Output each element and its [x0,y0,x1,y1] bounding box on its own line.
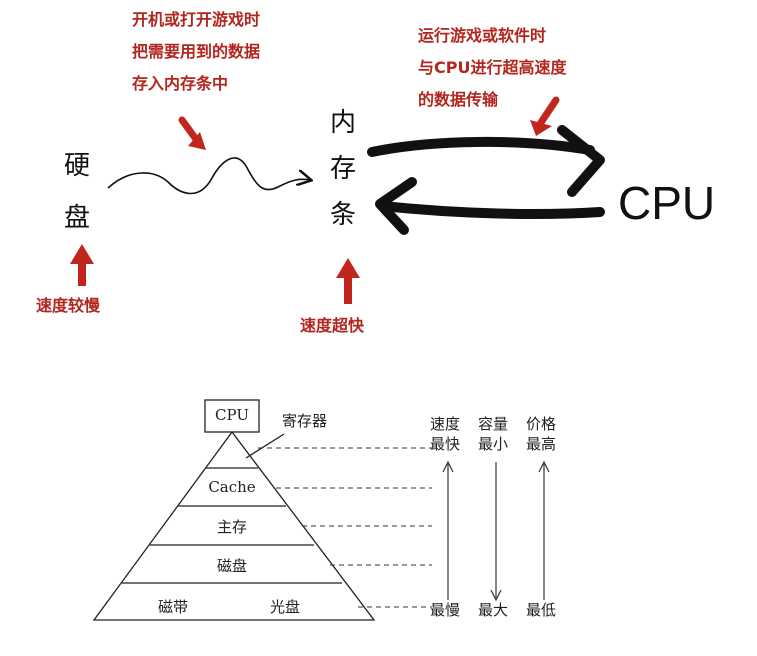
optical-disc-label: 光盘 [270,598,301,616]
hard-disk-label: 硬盘 [64,151,91,233]
red-arrow-transfer-note [536,96,560,128]
speed-column-header: 速度 最快 [430,414,460,454]
cpu-to-memory-arrow [377,201,605,219]
memory-label: 内存条 [330,108,357,230]
hard-disk-speed-note: 速度较慢 [36,296,101,315]
speed-bottom: 最慢 [430,601,461,619]
pyramid-cpu-label: CPU [215,406,249,424]
load-note: 开机或打开游戏时 把需要用到的数据 存入内存条中 [132,6,260,98]
disk-to-memory-wave [107,157,310,195]
tape-label: 磁带 [158,598,189,616]
price-top: 最高 [526,435,557,453]
capacity-title: 容量 [478,415,509,433]
price-bottom: 最低 [526,601,557,619]
memory-to-cpu-arrow [367,136,595,157]
capacity-top: 最小 [478,435,509,453]
price-title: 价格 [526,415,557,433]
load-note-line: 把需要用到的数据 [132,42,261,61]
load-note-line: 开机或打开游戏时 [132,10,261,29]
cpu-label: CPU [618,177,716,229]
cache-level-label: Cache [208,478,256,496]
load-note-line: 存入内存条中 [132,74,229,93]
transfer-note-line: 与CPU进行超高速度 [418,58,567,77]
speed-top: 最快 [430,435,461,453]
speed-title: 速度 [430,415,461,433]
capacity-bottom: 最大 [478,601,509,619]
red-arrow-memory [336,258,360,304]
red-arrow-disk [70,244,94,286]
main-memory-level-label: 主存 [216,518,247,536]
transfer-note: 运行游戏或软件时 与CPU进行超高速度 的数据传输 [418,22,566,114]
memory-speed-note: 速度超快 [300,316,365,335]
disk-level-label: 磁盘 [216,557,247,575]
price-column-header: 价格 最高 [526,414,556,454]
capacity-column-header: 容量 最小 [478,414,508,454]
transfer-note-line: 运行游戏或软件时 [418,26,547,45]
register-label: 寄存器 [282,412,328,430]
transfer-note-line: 的数据传输 [418,90,499,109]
